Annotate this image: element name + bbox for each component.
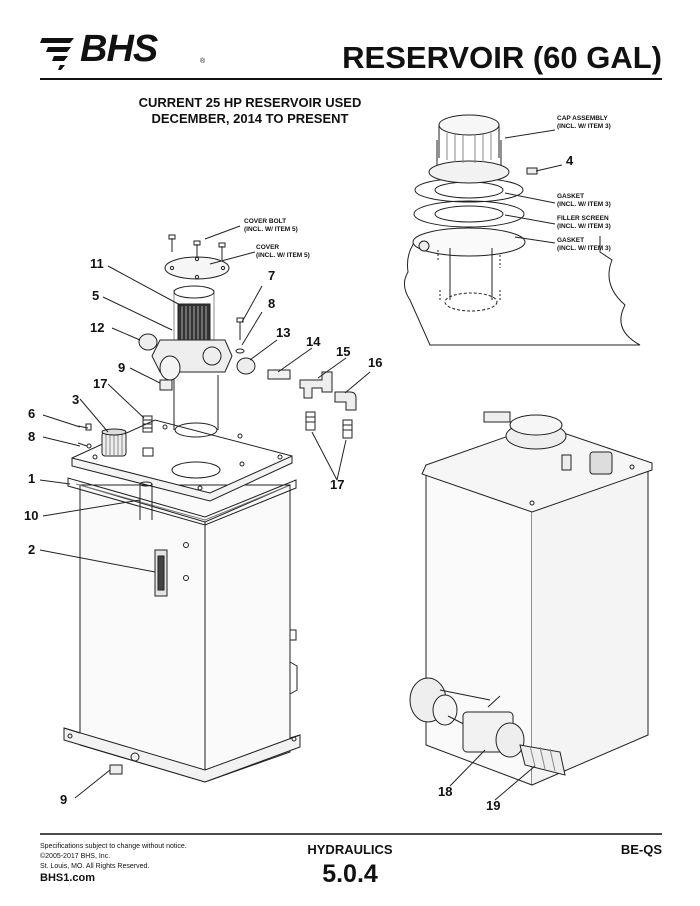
note-cover-label: COVER [256, 244, 280, 251]
callout-8-right: 8 [268, 296, 276, 311]
footer-legal: Specifications subject to change without… [40, 842, 187, 872]
footer-line-2: ©2005-2017 BHS, Inc. [40, 853, 111, 860]
leader-lines [40, 130, 562, 800]
callout-19: 19 [486, 798, 501, 813]
note-cover-bolt-label: COVER BOLT [244, 218, 287, 225]
bhs-logo: BHS ® [40, 28, 215, 74]
callout-17-left: 17 [93, 376, 108, 391]
footer-section: HYDRAULICS [307, 842, 393, 857]
return-pipe [140, 482, 152, 520]
filter-element-11 [178, 304, 210, 346]
note-filler-screen-label: FILLER SCREEN [557, 215, 609, 222]
callout-12: 12 [90, 320, 105, 335]
reservoir-assembled-right [422, 412, 652, 785]
callout-13: 13 [276, 325, 291, 340]
callout-16: 16 [368, 355, 383, 370]
reducer-13 [237, 358, 255, 374]
logo-speed-lines-icon [40, 38, 74, 70]
elbow-16 [335, 392, 356, 410]
callout-9-upper: 9 [118, 360, 126, 375]
footer-line-3: St. Louis, MO. All Rights Reserved. [40, 863, 150, 870]
cover-bolts [169, 235, 225, 260]
filter-cover [165, 257, 229, 279]
callout-2: 2 [28, 542, 36, 557]
drain-plug-9b [110, 765, 122, 774]
callout-18: 18 [438, 784, 453, 799]
nipple-14 [268, 370, 290, 379]
note-filler-screen-incl: (INCL. W/ ITEM 3) [557, 223, 611, 230]
callout-6: 6 [28, 406, 36, 421]
callout-17-bottom: 17 [330, 477, 345, 492]
callout-5: 5 [92, 288, 100, 303]
plug-9a [160, 380, 172, 390]
note-cover-incl: (INCL. W/ ITEM 5) [256, 252, 310, 259]
cap-assembly-detail [404, 115, 640, 345]
note-gasket-bottom-label: GASKET [557, 237, 585, 244]
header-rule [40, 78, 662, 80]
callout-8-left: 8 [28, 429, 36, 444]
footer-url-link[interactable]: BHS1.com [40, 872, 96, 884]
sight-gauge [155, 543, 189, 597]
subtitle-line-2: DECEMBER, 2014 TO PRESENT [151, 111, 349, 126]
tank-gasket [68, 478, 296, 525]
suction-valve-18 [410, 678, 524, 757]
note-gasket-bottom: GASKET (INCL. W/ ITEM 3) [557, 237, 611, 253]
footer-line-1: Specifications subject to change without… [40, 843, 187, 850]
note-cap-assembly-incl: (INCL. W/ ITEM 3) [557, 123, 611, 130]
callout-7: 7 [268, 268, 276, 283]
fittings-17a [143, 416, 153, 456]
note-gasket-top: GASKET (INCL. W/ ITEM 3) [557, 193, 611, 209]
note-filler-screen: FILLER SCREEN (INCL. W/ ITEM 3) [557, 215, 611, 231]
note-cap-assembly-label: CAP ASSEMBLY [557, 115, 608, 122]
plate-hardware-6-8 [78, 424, 91, 448]
bolt-washer-7-8 [236, 318, 244, 353]
note-gasket-top-incl: (INCL. W/ ITEM 3) [557, 201, 611, 208]
callout-9-lower: 9 [60, 792, 68, 807]
callout-11: 11 [90, 256, 104, 271]
filler-breather-3 [102, 429, 126, 456]
fittings-17b [306, 412, 352, 438]
callout-3: 3 [72, 392, 80, 407]
callout-10: 10 [24, 508, 39, 523]
footer-page-number: 5.0.4 [322, 860, 378, 888]
tank-top-plate [72, 420, 292, 501]
footer-doc-code: BE-QS [620, 842, 662, 857]
logo-registered-mark: ® [200, 58, 206, 65]
note-gasket-bottom-incl: (INCL. W/ ITEM 3) [557, 245, 611, 252]
note-gasket-top-label: GASKET [557, 193, 585, 200]
note-cap-assembly: CAP ASSEMBLY (INCL. W/ ITEM 3) [557, 115, 611, 131]
callout-15: 15 [336, 344, 351, 359]
callout-1: 1 [28, 471, 36, 486]
callout-4: 4 [566, 153, 574, 168]
tee-15 [300, 372, 332, 398]
filter-head-5 [152, 340, 232, 380]
note-cover-bolt: COVER BOLT (INCL. W/ ITEM 5) [244, 218, 298, 234]
note-cover-bolt-incl: (INCL. W/ ITEM 5) [244, 226, 298, 233]
subtitle: CURRENT 25 HP RESERVOIR USED DECEMBER, 2… [120, 95, 380, 127]
reservoir-tank-left [64, 485, 300, 782]
return-filter-column [174, 286, 218, 430]
logo-text: BHS [80, 28, 158, 70]
note-cover: COVER (INCL. W/ ITEM 5) [256, 244, 310, 260]
callout-14: 14 [306, 334, 321, 349]
suction-hose-barb-19 [520, 745, 565, 775]
page-title: RESERVOIR (60 GAL) [342, 40, 662, 75]
gauge-port-12 [139, 334, 157, 350]
subtitle-line-1: CURRENT 25 HP RESERVOIR USED [138, 95, 362, 110]
